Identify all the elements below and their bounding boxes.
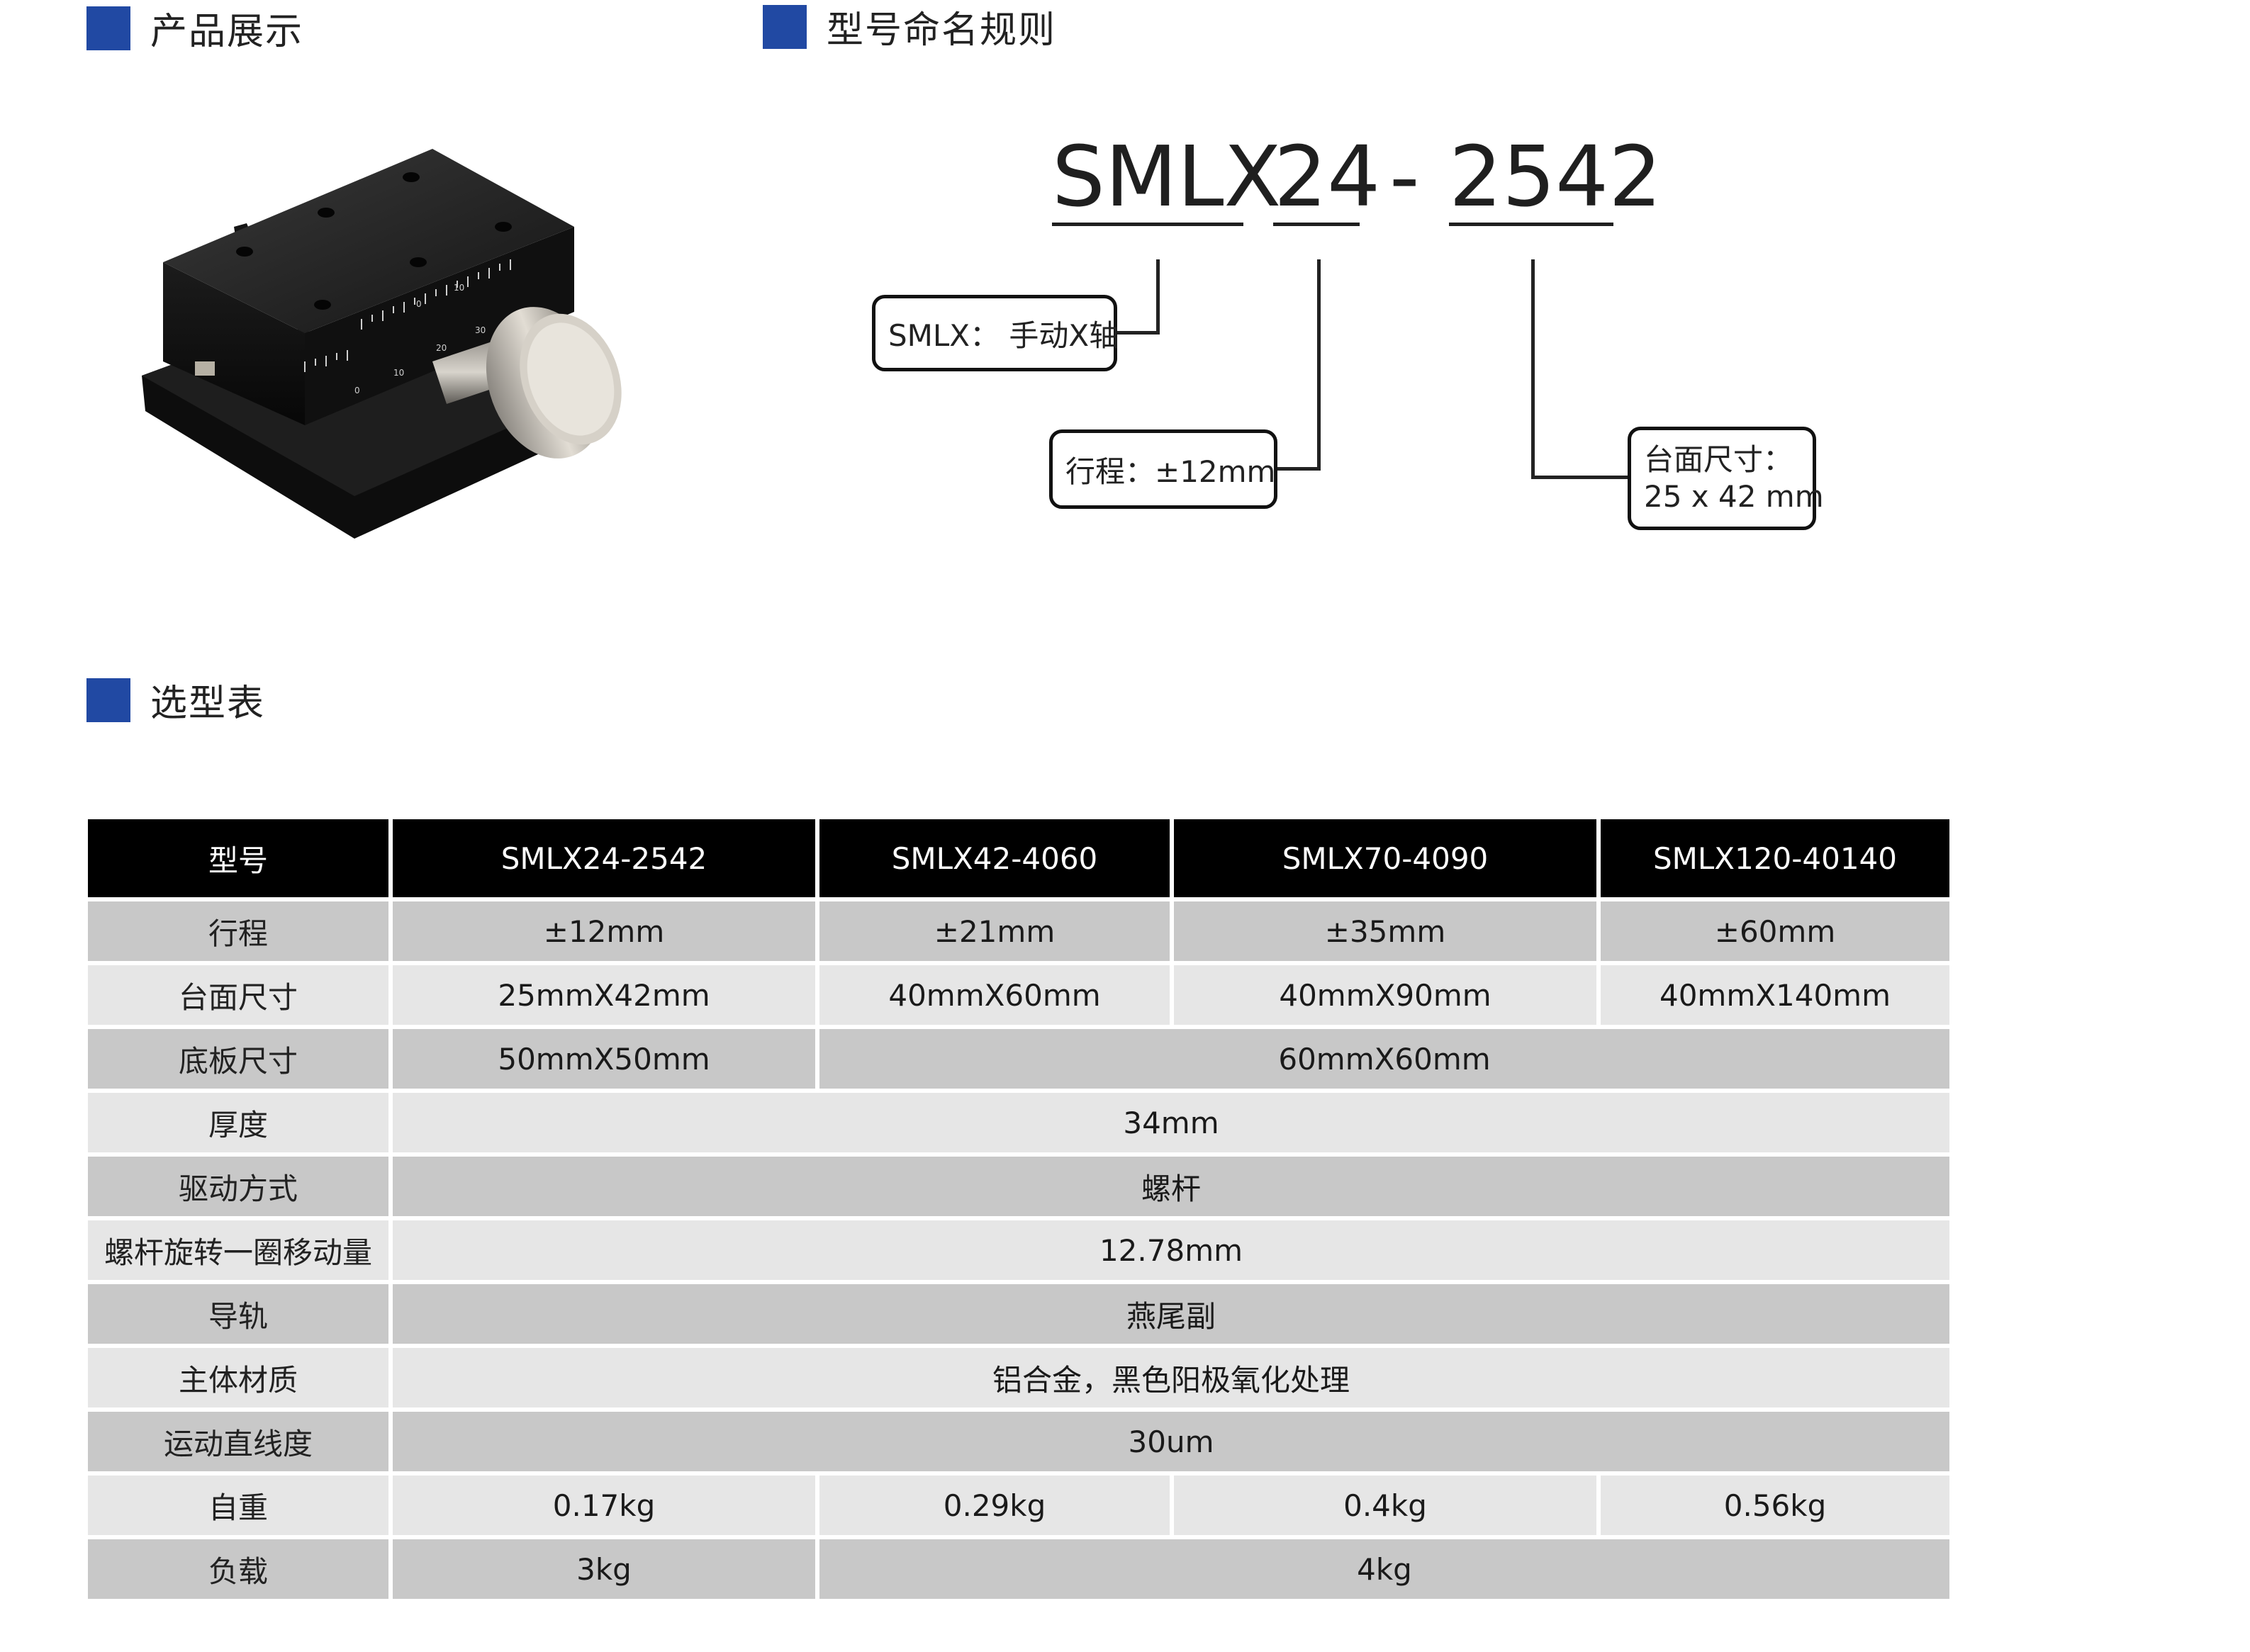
table-cell: 0.4kg — [1174, 1476, 1596, 1535]
table-cell: 0.17kg — [393, 1476, 815, 1535]
model-prefix: SMLX — [1052, 128, 1282, 225]
section-marker — [763, 4, 807, 49]
callout-travel: 行程：±12mm — [1049, 429, 1277, 509]
section-title: 型号命名规则 — [827, 9, 1057, 52]
row-label: 导轨 — [88, 1284, 388, 1344]
table-row: 运动直线度 30um — [88, 1412, 1949, 1471]
header-cell: SMLX24-2542 — [393, 819, 815, 897]
header-cell: SMLX42-4060 — [819, 819, 1170, 897]
row-label: 厚度 — [88, 1093, 388, 1152]
table-cell: 60mmX60mm — [819, 1029, 1949, 1089]
callout-text-line2: 25 x 42 mm — [1644, 479, 1824, 514]
table-cell: 螺杆 — [393, 1157, 1949, 1216]
row-label: 负载 — [88, 1539, 388, 1599]
section-marker — [86, 6, 130, 50]
table-row: 驱动方式 螺杆 — [88, 1157, 1949, 1216]
block-front — [163, 262, 305, 425]
table-cell: ±12mm — [393, 901, 815, 961]
table-cell: ±21mm — [819, 901, 1170, 961]
model-dash: - — [1389, 128, 1420, 225]
table-row: 负载 3kg 4kg — [88, 1539, 1949, 1599]
row-label: 运动直线度 — [88, 1412, 388, 1471]
table-cell: ±35mm — [1174, 901, 1596, 961]
section-heading-naming: 型号命名规则 — [763, 0, 1056, 53]
section-title: 选型表 — [150, 682, 266, 725]
table-cell: 12.78mm — [393, 1220, 1949, 1280]
row-label: 行程 — [88, 901, 388, 961]
table-row: 主体材质 铝合金，黑色阳极氧化处理 — [88, 1348, 1949, 1407]
callout-table-size: 台面尺寸： 25 x 42 mm — [1628, 427, 1824, 530]
table-row: 自重 0.17kg 0.29kg 0.4kg 0.56kg — [88, 1476, 1949, 1535]
header-cell: SMLX120-40140 — [1601, 819, 1949, 897]
callout-text: SMLX： 手动X轴 — [888, 318, 1119, 353]
table-row: 螺杆旋转一圈移动量 12.78mm — [88, 1220, 1949, 1280]
table-cell: 40mmX60mm — [819, 965, 1170, 1025]
row-label: 螺杆旋转一圈移动量 — [88, 1220, 388, 1280]
connector-line — [1156, 259, 1160, 335]
section-title: 产品展示 — [150, 11, 304, 53]
table-cell: 30um — [393, 1412, 1949, 1471]
table-row: 底板尺寸 50mmX50mm 60mmX60mm — [88, 1029, 1949, 1089]
table-row: 台面尺寸 25mmX42mm 40mmX60mm 40mmX90mm 40mmX… — [88, 965, 1949, 1025]
section-marker — [86, 678, 130, 722]
connector-line — [1531, 476, 1630, 479]
table-row: 导轨 燕尾副 — [88, 1284, 1949, 1344]
table-cell: 40mmX140mm — [1601, 965, 1949, 1025]
model-dims: 2542 — [1449, 128, 1662, 225]
scale-label: 0 — [354, 386, 360, 395]
row-label: 主体材质 — [88, 1348, 388, 1407]
scale-label: 10 — [393, 368, 404, 378]
table-cell: 燕尾副 — [393, 1284, 1949, 1344]
callout-text: 行程：±12mm — [1065, 454, 1276, 489]
table-header-row: 型号 SMLX24-2542 SMLX42-4060 SMLX70-4090 S… — [88, 819, 1949, 897]
table-cell: 0.29kg — [819, 1476, 1170, 1535]
header-cell: SMLX70-4090 — [1174, 819, 1596, 897]
table-cell: 0.56kg — [1601, 1476, 1949, 1535]
underline-dims — [1449, 223, 1613, 226]
row-label: 底板尺寸 — [88, 1029, 388, 1089]
adjustment-knob — [486, 307, 622, 459]
scale-label: 30 — [475, 325, 486, 335]
section-heading-product: 产品展示 — [86, 1, 303, 55]
scale-label: 0 — [416, 299, 422, 309]
scale-ticks — [304, 259, 511, 372]
spec-table: 型号 SMLX24-2542 SMLX42-4060 SMLX70-4090 S… — [84, 815, 1954, 1603]
underline-prefix — [1052, 223, 1243, 226]
connector-line — [1116, 331, 1160, 335]
underline-size — [1273, 223, 1360, 226]
table-cell: 4kg — [819, 1539, 1949, 1599]
table-cell: ±60mm — [1601, 901, 1949, 961]
table-cell: 25mmX42mm — [393, 965, 815, 1025]
block-right — [305, 227, 574, 425]
block-top — [163, 149, 574, 333]
table-row: 厚度 34mm — [88, 1093, 1949, 1152]
callout-prefix: SMLX： 手动X轴 — [872, 295, 1119, 371]
section-heading-table: 选型表 — [86, 673, 265, 726]
mounting-holes — [236, 172, 512, 310]
row-label: 台面尺寸 — [88, 965, 388, 1025]
row-label: 自重 — [88, 1476, 388, 1535]
product-image: 0 10 20 30 40 0 10 — [142, 149, 622, 539]
table-row: 行程 ±12mm ±21mm ±35mm ±60mm — [88, 901, 1949, 961]
connector-line — [1317, 259, 1321, 471]
scale-label: 10 — [454, 283, 464, 293]
table-cell: 50mmX50mm — [393, 1029, 815, 1089]
table-cell: 40mmX90mm — [1174, 965, 1596, 1025]
row-label: 驱动方式 — [88, 1157, 388, 1216]
side-clamp — [195, 361, 215, 376]
table-cell: 铝合金，黑色阳极氧化处理 — [393, 1348, 1949, 1407]
callout-text-line1: 台面尺寸： — [1644, 442, 1793, 477]
table-cell: 3kg — [393, 1539, 815, 1599]
connector-line — [1276, 467, 1321, 471]
connector-line — [1531, 259, 1535, 479]
model-size: 24 — [1274, 128, 1381, 225]
table-cell: 34mm — [393, 1093, 1949, 1152]
scale-label: 20 — [436, 343, 447, 353]
header-cell: 型号 — [88, 819, 388, 897]
